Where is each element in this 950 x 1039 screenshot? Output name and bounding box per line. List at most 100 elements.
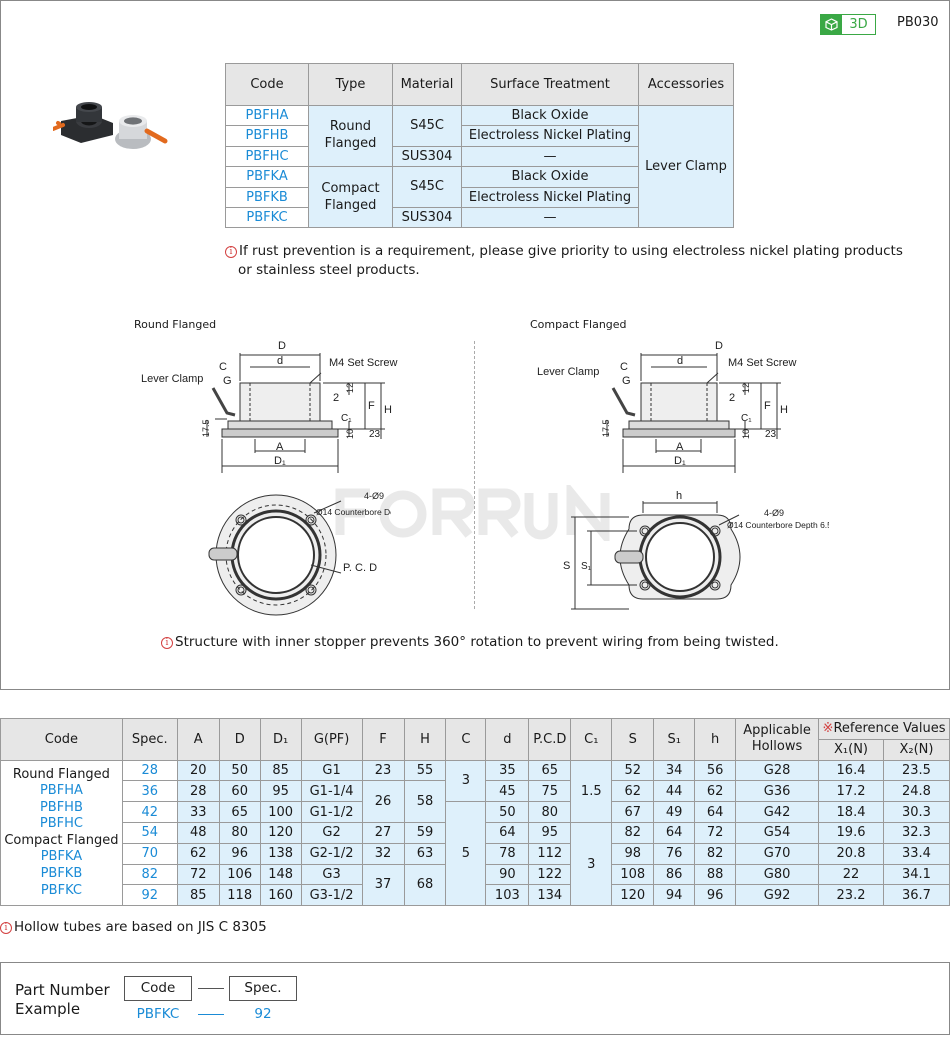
c1-cell: 1.5 <box>570 759 613 823</box>
d1-cell: 100 <box>259 801 302 823</box>
d-inner-cell: 78 <box>485 842 530 865</box>
svg-text:A: A <box>276 441 284 453</box>
d-outer-cell: 106 <box>218 863 261 886</box>
header-d1: D₁ <box>259 718 302 761</box>
g-cell: G1-1/4 <box>300 780 363 803</box>
type-cell: Round Flanged <box>308 104 393 168</box>
code-link[interactable]: PBFHA <box>39 783 83 799</box>
spec-cell[interactable]: 82 <box>121 863 178 886</box>
round-flanged-title: Round Flanged <box>134 318 217 331</box>
h-small-cell: 72 <box>694 821 737 844</box>
spec-cell[interactable]: 36 <box>121 780 178 803</box>
material-cell: SUS304 <box>392 207 462 229</box>
hollow-cell: G36 <box>735 780 820 803</box>
header-code: Code <box>0 718 123 761</box>
spec-cell[interactable]: 42 <box>121 801 178 823</box>
spec-cell[interactable]: 54 <box>121 821 178 844</box>
info-icon: i <box>225 246 237 258</box>
header-g: G(PF) <box>300 718 363 761</box>
x2-cell: 23.5 <box>882 759 950 782</box>
material-cell: S45C <box>392 166 462 209</box>
d1-cell: 148 <box>259 863 302 886</box>
h-cell: 68 <box>403 863 447 907</box>
svg-text:D₁: D₁ <box>274 455 286 467</box>
svg-text:H: H <box>780 404 788 416</box>
h-cell: 58 <box>403 780 447 823</box>
pn-code-value[interactable]: PBFKC <box>136 1006 180 1022</box>
s-cell: 108 <box>611 863 655 886</box>
x1-cell: 16.4 <box>818 759 884 782</box>
pn-spec-value[interactable]: 92 <box>254 1006 272 1022</box>
svg-text:12: 12 <box>345 383 355 393</box>
round-flanged-side-view: D d C G Lever Clamp M4 Set Screw 12 2 F … <box>141 340 398 473</box>
3d-badge[interactable]: 3D <box>820 14 876 35</box>
svg-text:Lever Clamp: Lever Clamp <box>141 373 203 385</box>
svg-text:2: 2 <box>729 392 735 404</box>
g-cell: G3 <box>300 863 363 886</box>
product-photo <box>53 102 168 149</box>
code-cell[interactable]: PBFKA <box>225 166 309 188</box>
pcd-cell: 80 <box>528 801 572 823</box>
header-code: Code <box>225 63 309 106</box>
hollow-cell: G54 <box>735 821 820 844</box>
code-cell[interactable]: PBFKC <box>225 207 309 229</box>
s1-cell: 44 <box>653 780 696 803</box>
code-cell[interactable]: PBFHC <box>225 145 309 168</box>
d-inner-cell: 50 <box>485 801 530 823</box>
pcd-cell: 122 <box>528 863 572 886</box>
code-cell[interactable]: PBFHB <box>225 125 309 147</box>
svg-text:10: 10 <box>741 429 751 439</box>
treatment-cell: — <box>461 145 639 168</box>
code-cell[interactable]: PBFKB <box>225 186 309 209</box>
code-link[interactable]: PBFHC <box>39 816 83 832</box>
spec-cell[interactable]: 92 <box>121 884 178 907</box>
c-cell: 3 <box>445 759 487 803</box>
type-cell: Compact Flanged <box>308 166 393 229</box>
d-inner-cell: 45 <box>485 780 530 803</box>
accessory-cell: Lever Clamp <box>638 104 734 229</box>
header-reference-values: ※Reference Values <box>818 718 950 740</box>
svg-text:S: S <box>563 560 570 572</box>
round-flanged-top-view: 4-Ø9 Ø14 Counterbore Depth 6.5 P. C. D <box>208 491 391 616</box>
material-cell: SUS304 <box>392 145 462 168</box>
g-cell: G1-1/2 <box>300 801 363 823</box>
code-cell[interactable]: PBFHA <box>225 104 309 127</box>
header-spec: Spec. <box>121 718 178 761</box>
f-cell: 23 <box>361 759 405 782</box>
f-cell: 26 <box>361 780 405 823</box>
header-surface-treatment: Surface Treatment <box>461 63 639 106</box>
x1-cell: 20.8 <box>818 842 884 865</box>
f-cell: 27 <box>361 821 405 844</box>
treatment-cell: Black Oxide <box>461 166 639 188</box>
g-cell: G3-1/2 <box>300 884 363 907</box>
info-icon: i <box>0 922 12 934</box>
h-small-cell: 62 <box>694 780 737 803</box>
svg-text:17.5: 17.5 <box>601 419 611 437</box>
d1-cell: 85 <box>259 759 302 782</box>
svg-text:d: d <box>677 355 683 367</box>
svg-text:17.5: 17.5 <box>201 419 211 437</box>
s1-cell: 76 <box>653 842 696 865</box>
code-link[interactable]: PBFHB <box>39 799 83 815</box>
svg-text:12: 12 <box>741 383 751 393</box>
diagram-divider <box>474 341 475 609</box>
spec-cell[interactable]: 28 <box>121 759 178 782</box>
header-type: Type <box>308 63 393 106</box>
x1-cell: 17.2 <box>818 780 884 803</box>
header-x2: X₂(N) <box>882 738 950 761</box>
svg-text:M4 Set Screw: M4 Set Screw <box>728 357 797 369</box>
treatment-cell: — <box>461 207 639 229</box>
spec-cell[interactable]: 70 <box>121 842 178 865</box>
s-cell: 98 <box>611 842 655 865</box>
d-outer-cell: 80 <box>218 821 261 844</box>
code-link[interactable]: PBFKC <box>40 882 82 898</box>
x2-cell: 34.1 <box>882 863 950 886</box>
pn-spec-header: Spec. <box>229 976 297 1001</box>
a-cell: 48 <box>176 821 220 844</box>
d-inner-cell: 90 <box>485 863 530 886</box>
code-link[interactable]: PBFKB <box>40 866 83 882</box>
code-link[interactable]: PBFKA <box>40 849 83 865</box>
svg-text:23: 23 <box>369 429 381 440</box>
svg-text:P. C. D: P. C. D <box>343 562 377 574</box>
